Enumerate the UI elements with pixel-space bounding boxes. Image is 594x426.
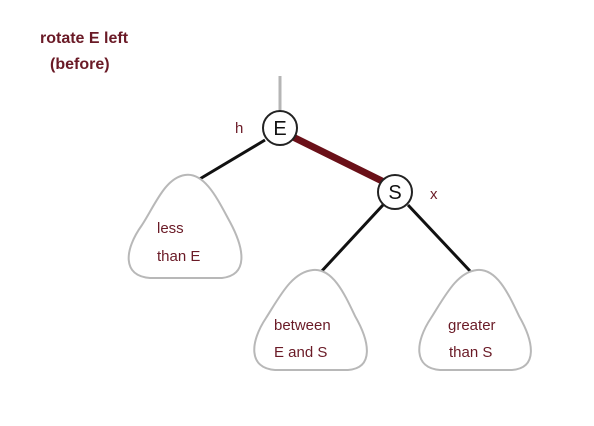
node-s-tag: x <box>430 186 438 203</box>
node-e-tag: h <box>235 120 243 137</box>
edge-e-left-subtree <box>197 138 266 182</box>
edge-s-middle-subtree <box>318 203 385 275</box>
title-line-2: (before) <box>50 56 110 73</box>
subtree-right-line2: than S <box>449 344 492 361</box>
subtree-less-than-e <box>127 173 243 279</box>
edge-e-s-highlight <box>291 134 388 186</box>
edge-s-right-subtree <box>406 203 472 273</box>
node-s: S <box>377 174 413 210</box>
subtree-between-e-and-s <box>253 268 368 371</box>
subtree-left-line1: less <box>157 220 184 237</box>
node-e-key: E <box>273 118 286 140</box>
slide-title: rotate E left (before) <box>40 26 128 78</box>
subtree-right-line1: greater <box>448 317 496 334</box>
subtree-greater-than-s <box>418 268 532 371</box>
subtree-middle-line2: E and S <box>274 344 327 361</box>
title-line-1: rotate E left <box>40 30 129 47</box>
node-s-key: S <box>388 182 401 204</box>
subtree-left-line2: than E <box>157 248 200 265</box>
subtree-middle-line1: between <box>274 317 331 334</box>
node-e: E <box>262 110 298 146</box>
